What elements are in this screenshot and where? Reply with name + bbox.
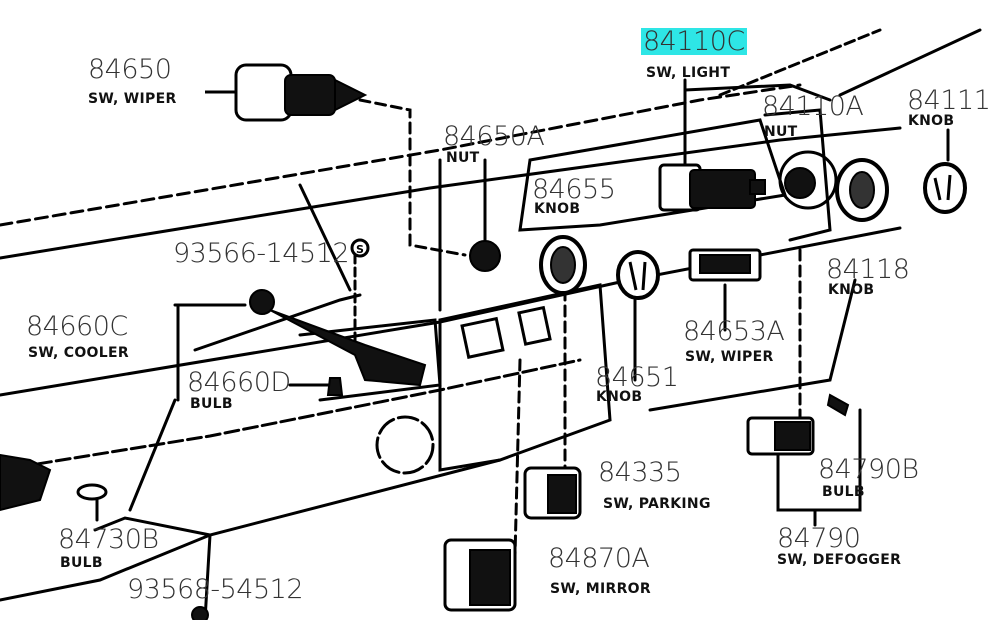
part-number-93568-54512[interactable]: 93568-54512	[127, 574, 304, 605]
part-desc-84111: KNOB	[908, 113, 955, 129]
bulb-84660D-part	[326, 377, 344, 396]
part-number-84870A[interactable]: 84870A	[548, 543, 650, 574]
panel-vertical-4	[128, 398, 177, 512]
part-number-84790B[interactable]: 84790B	[818, 454, 919, 485]
part-number-84650A[interactable]: 84650A	[443, 121, 545, 152]
knob-84118-leader	[648, 278, 857, 412]
panel-bezel-right	[763, 108, 832, 242]
part-number-84650[interactable]: 84650	[88, 54, 172, 85]
dash-line-top-right-2	[838, 28, 982, 97]
nut-84650A-part	[469, 240, 501, 272]
part-number-84111[interactable]: 84111	[907, 85, 991, 116]
part-desc-84790B: BULB	[822, 484, 865, 500]
part-number-84660C[interactable]: 84660C	[26, 311, 128, 342]
cooler-switch-recess	[298, 318, 442, 402]
mirror-switch-84870A-part	[443, 538, 517, 612]
knob-84651-inner	[628, 261, 647, 291]
switch-slot-1	[460, 316, 505, 359]
part-desc-84651: KNOB	[596, 389, 643, 405]
part-number-84651[interactable]: 84651	[595, 362, 679, 393]
dash-vert-mirror	[513, 358, 522, 557]
panel-vertical-left	[298, 183, 352, 292]
panel-outline-bottom	[0, 458, 502, 602]
part-number-84110C[interactable]: 84110C	[641, 26, 747, 57]
panel-outline-lower	[0, 358, 582, 472]
part-number-84110A[interactable]: 84110A	[762, 91, 864, 122]
switch-slot-2	[517, 305, 552, 346]
wiper-switch-84650-part	[205, 63, 368, 122]
part-desc-84650: SW, WIPER	[88, 91, 177, 107]
screw-93566-part	[350, 238, 370, 258]
parking-switch-84335-part	[523, 466, 582, 520]
cooler-switch-body	[269, 309, 427, 387]
part-desc-84660C: SW, COOLER	[28, 345, 129, 361]
left-edge-fragment	[0, 453, 52, 512]
nut-ring-84110A	[778, 150, 838, 210]
light-switch-leader-h	[683, 83, 832, 102]
part-desc-84110C: SW, LIGHT	[646, 65, 731, 81]
knob-84651-part	[616, 250, 660, 300]
part-desc-84650A: NUT	[446, 150, 480, 166]
screw-marker-icon: S	[356, 243, 364, 256]
dash-line-top-right-1	[718, 28, 882, 97]
knob-84111-part	[923, 162, 967, 214]
part-number-84118[interactable]: 84118	[826, 254, 910, 285]
bulb-84730B-part	[76, 483, 108, 501]
part-desc-84655: KNOB	[534, 201, 581, 217]
part-desc-84653A: SW, WIPER	[685, 349, 774, 365]
part-desc-84660D: BULB	[190, 396, 233, 412]
panel-outline-top2	[0, 126, 902, 260]
wiper-switch-84653A-part	[688, 248, 762, 282]
knob-84118-inner	[849, 171, 875, 209]
part-number-84660D[interactable]: 84660D	[187, 367, 291, 398]
part-number-93566-14512[interactable]: 93566-14512	[173, 238, 350, 269]
cooler-knob-part	[249, 289, 275, 315]
defogger-bracket	[776, 408, 862, 512]
panel-outline-top	[0, 83, 802, 227]
part-desc-84870A: SW, MIRROR	[550, 581, 651, 597]
vent-circle	[375, 415, 435, 475]
dash-line-wiper	[358, 98, 467, 257]
part-desc-84730B: BULB	[60, 555, 103, 571]
part-number-84730B[interactable]: 84730B	[58, 524, 159, 555]
part-desc-84110A: NUT	[764, 124, 798, 140]
cooler-bracket	[173, 303, 247, 402]
bulb-84790B-part	[826, 393, 850, 417]
part-desc-84335: SW, PARKING	[603, 496, 711, 512]
bulb-84730B-leader	[93, 516, 212, 537]
nut-84110A-part	[784, 167, 816, 199]
part-number-84790[interactable]: 84790	[777, 523, 861, 554]
part-number-84653A[interactable]: 84653A	[683, 316, 785, 347]
cooler-leader	[193, 293, 362, 352]
screw-93568-part	[191, 606, 209, 620]
part-number-84335[interactable]: 84335	[598, 457, 682, 488]
part-number-84655[interactable]: 84655	[532, 174, 616, 205]
light-switch-84110C-part	[658, 163, 766, 212]
knob-84655-inner	[550, 246, 576, 284]
defogger-switch-84790-part	[746, 416, 815, 456]
knob-84111-inner	[933, 174, 952, 201]
part-desc-84790: SW, DEFOGGER	[777, 552, 902, 568]
panel-vertical-3	[203, 533, 212, 620]
part-desc-84118: KNOB	[828, 282, 875, 298]
